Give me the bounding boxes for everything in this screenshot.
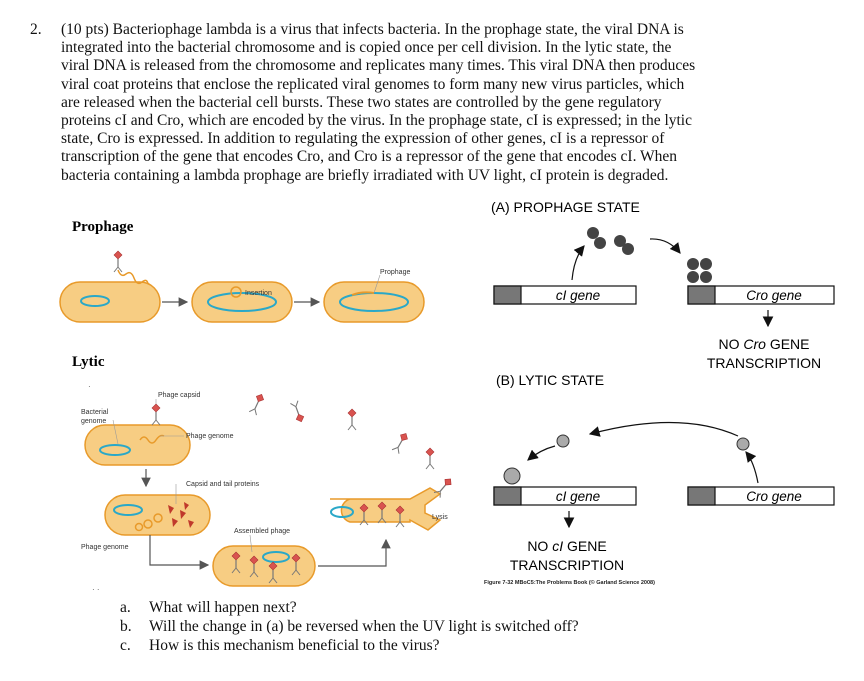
- prophage-label: Prophage: [380, 269, 410, 276]
- question-line: are released when the bacterial cell bur…: [61, 93, 662, 111]
- lytic-cell-2: [104, 494, 211, 536]
- phage-icon: [113, 250, 123, 273]
- capsid-tail-label: Capsid and tail proteins: [186, 481, 260, 488]
- no-cro-transcription-label: TRANSCRIPTION: [707, 355, 821, 371]
- lytic-title: Lytic: [72, 354, 105, 370]
- arrow-icon: [149, 535, 210, 570]
- cro-bound-repressor-icon: [503, 467, 521, 485]
- arrow-icon: [318, 538, 391, 567]
- question-line: viral coat proteins that enclose the rep…: [61, 75, 685, 93]
- question-line: viral DNA is released from the chromosom…: [61, 57, 696, 75]
- panel-a-ci-gene: cI gene: [493, 285, 637, 305]
- ci-gene-label: cI gene: [556, 288, 600, 303]
- no-ci-transcription-label: TRANSCRIPTION: [510, 557, 624, 573]
- dots-mark: ·: [88, 382, 91, 391]
- question-line: state, Cro is expressed. In addition to …: [61, 130, 665, 148]
- capsid-protein-icon: [188, 520, 194, 528]
- arrow-icon: [527, 445, 556, 461]
- question-line: integrated into the bacterial chromosome…: [61, 39, 672, 57]
- question-line: transcription of the gene that encodes C…: [61, 148, 678, 166]
- capsid-protein-icon: [172, 518, 178, 527]
- dots-mark: · ·: [92, 585, 100, 594]
- insertion-label: Insertion: [245, 290, 272, 297]
- capsid-protein-icon: [184, 502, 189, 510]
- subquestion-c-text: How is this mechanism beneficial to the …: [149, 637, 440, 654]
- phage-icon: [347, 408, 357, 431]
- ci-dimer-icon: [587, 227, 634, 255]
- lysis-cell: [330, 487, 442, 531]
- cro-protein-icon: [556, 434, 570, 448]
- panel-a-cro-gene: Cro gene: [687, 285, 835, 305]
- ci-bound-repressor-icon: [687, 258, 712, 283]
- lytic-cell-1: [84, 403, 191, 466]
- subquestion-a-letter: a.: [120, 599, 131, 616]
- panel-b-title: (B) LYTIC STATE: [496, 372, 604, 388]
- phage-genome-label-2: Phage genome: [81, 544, 129, 551]
- panel-b-ci-gene: cI gene: [493, 486, 637, 506]
- integrated-prophage-icon: [351, 291, 375, 296]
- insertion-loop-icon: [230, 286, 242, 298]
- capsid-protein-icon: [180, 510, 186, 519]
- question-number: 2.: [30, 21, 42, 38]
- phage-icon: [151, 403, 161, 426]
- lysis-label: Lysis: [432, 514, 448, 521]
- arrow-icon: [571, 245, 585, 281]
- phage-icon: [289, 400, 306, 424]
- prophage-cell-1: [59, 250, 161, 323]
- injected-dna-icon: [117, 269, 149, 285]
- subquestion-b-text: Will the change in (a) be reversed when …: [149, 618, 579, 635]
- lytic-cell-3: [212, 545, 316, 587]
- cro-gene-label-b: Cro gene: [746, 489, 802, 504]
- no-cro-label: NO Cro GENE: [718, 336, 809, 352]
- phage-genome-label: Phage genome: [186, 433, 234, 440]
- cro-gene-label: Cro gene: [746, 288, 802, 303]
- panel-a-title: (A) PROPHAGE STATE: [491, 199, 640, 215]
- panel-b-cro-gene: Cro gene: [687, 486, 835, 506]
- cro-protein-icon: [736, 437, 750, 451]
- figure-caption: Figure 7-32 MBoC5:The Problems Book (© G…: [484, 579, 655, 586]
- assembled-phage-label: Assembled phage: [234, 528, 290, 535]
- subquestion-c-letter: c.: [120, 637, 131, 654]
- phage-capsid-label: Phage capsid: [158, 392, 201, 399]
- phage-icon: [425, 447, 435, 470]
- subquestion-b-letter: b.: [120, 618, 132, 635]
- question-text: (10 pts) Bacteriophage lambda is a virus…: [61, 21, 781, 185]
- question-line: proteins cI and Cro, which are encoded b…: [61, 112, 692, 130]
- arrow-icon: [745, 451, 759, 484]
- prophage-title: Prophage: [72, 219, 134, 235]
- subquestion-a-text: What will happen next?: [149, 599, 297, 616]
- ci-gene-label-b: cI gene: [556, 489, 600, 504]
- arrow-icon: [588, 421, 739, 437]
- question-line: (10 pts) Bacteriophage lambda is a virus…: [61, 21, 684, 38]
- bacterial-genome-label-1: Bacterial: [81, 409, 109, 416]
- arrow-icon: [649, 238, 681, 254]
- phage-icon: [391, 430, 411, 455]
- capsid-protein-icon: [168, 505, 174, 514]
- bacterial-genome-label-2: genome: [81, 418, 106, 425]
- prophage-cell-2: Insertion: [191, 281, 293, 323]
- phage-icon: [248, 392, 266, 416]
- no-ci-label: NO cI GENE: [527, 538, 606, 554]
- question-line: bacteria containing a lambda prophage ar…: [61, 166, 669, 184]
- prophage-cell-3: Prophage: [323, 269, 425, 323]
